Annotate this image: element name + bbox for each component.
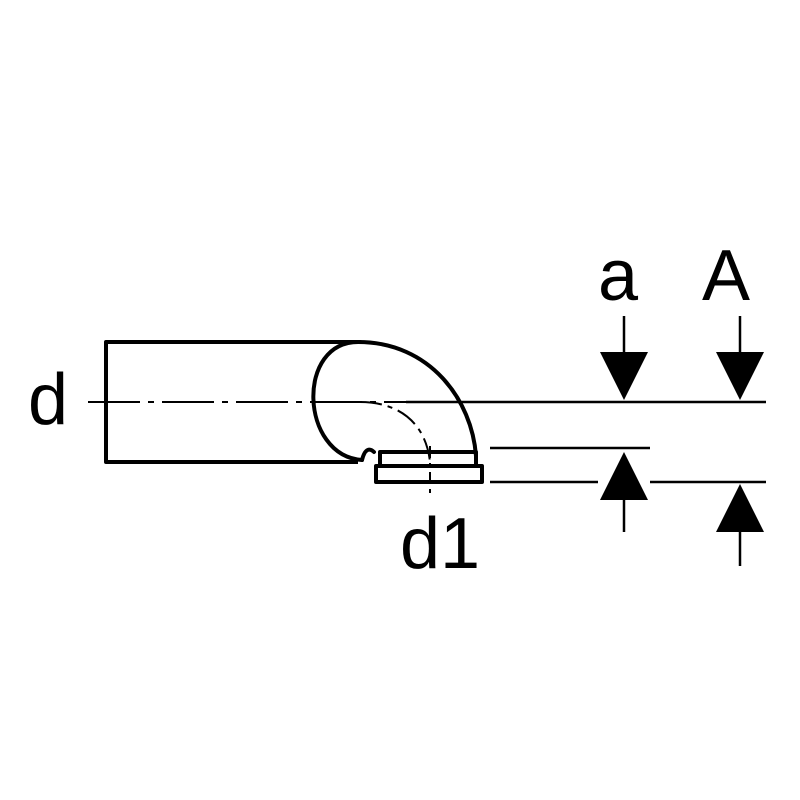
dim-a-bottom-arrowhead <box>600 452 648 500</box>
dimension-A-arrows <box>716 316 764 566</box>
dim-a-top-arrowhead <box>600 352 648 400</box>
label-d1: d1 <box>400 504 480 584</box>
dim-A-bottom-arrowhead <box>716 484 764 532</box>
bend-outer-arc <box>356 340 478 458</box>
label-d: d <box>28 360 68 440</box>
label-a: a <box>598 236 639 316</box>
pipe-bend <box>311 339 478 462</box>
dim-A-top-arrowhead <box>716 352 764 400</box>
center-lines <box>88 401 431 498</box>
bend-lip <box>360 447 376 462</box>
extension-lines <box>406 400 766 484</box>
dimension-a-arrows <box>600 316 648 532</box>
label-A: A <box>702 236 750 316</box>
bend-center-arc <box>359 401 431 463</box>
bend-inner-arc <box>311 339 364 462</box>
